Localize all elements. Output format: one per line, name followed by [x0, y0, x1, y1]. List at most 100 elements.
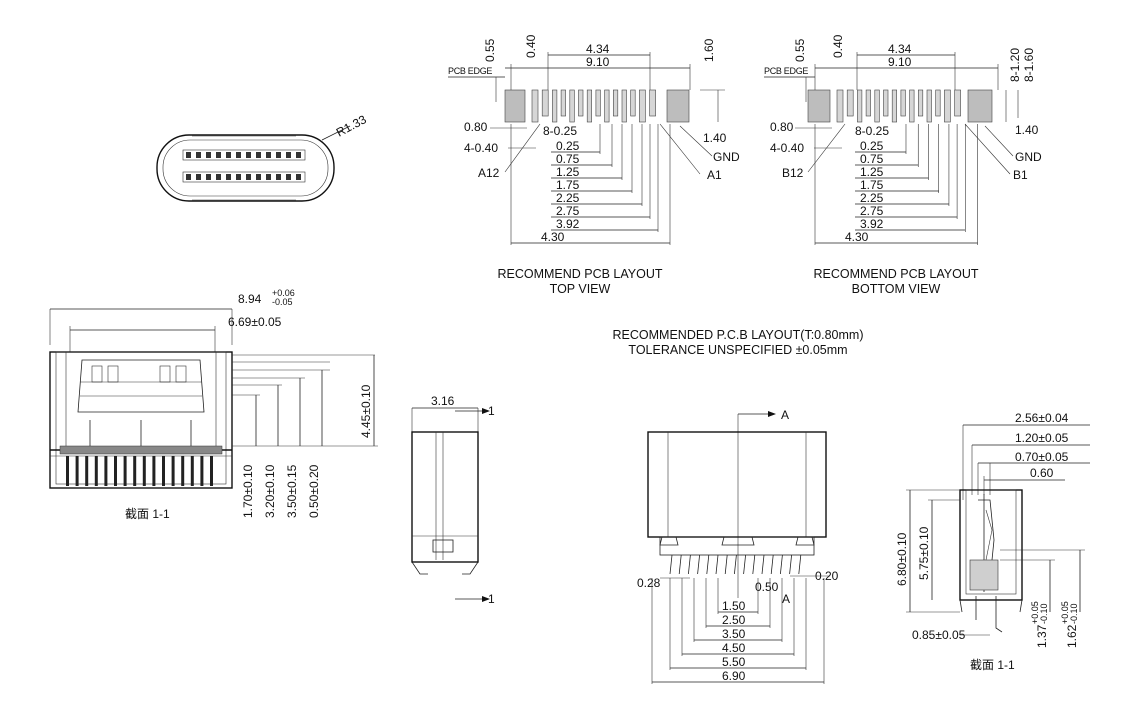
- section-pin: [75, 456, 79, 486]
- pcb-pad: [935, 89, 941, 117]
- front-dim-label: 4.50: [722, 641, 746, 655]
- plug-pin: [226, 152, 231, 158]
- side-right-dim-2-main: 1.62: [1065, 624, 1079, 648]
- section-pin: [66, 456, 69, 486]
- section-pin: [104, 456, 108, 486]
- dim-label: 2.25: [556, 191, 580, 205]
- pcb-top-v-055: 0.55: [483, 38, 497, 62]
- pcb-top-pin-a1: A1: [707, 168, 722, 182]
- side-top-dim-070: 0.70±0.05: [1015, 450, 1069, 464]
- plug-pin: [246, 152, 251, 158]
- dim-label: 0.25: [860, 139, 884, 153]
- pcb-pad: [621, 89, 627, 123]
- pcb-pad: [846, 89, 854, 117]
- front-pin: [688, 554, 691, 575]
- dim-label: 4.30: [541, 230, 565, 244]
- front-width-tol-upper: +0.06: [272, 288, 295, 298]
- side-view: 3.16 1 1: [411, 394, 495, 606]
- section-pin: [133, 456, 137, 486]
- dim-label: 0.75: [860, 152, 884, 166]
- front-dim-label: 3.50: [722, 627, 746, 641]
- pcb-bottom-left-4040: 4-0.40: [770, 141, 804, 155]
- pcb-pad: [857, 89, 863, 123]
- plug-pin: [266, 174, 271, 180]
- pcb-pad: [865, 89, 871, 117]
- pcb-pad: [836, 89, 844, 123]
- plug-pin: [216, 152, 221, 158]
- pcb-pad: [917, 89, 924, 117]
- pcb-bottom-v-040: 0.40: [831, 34, 845, 58]
- pcb-top-dim-910: 9.10: [586, 55, 610, 69]
- pcb-pad: [578, 89, 584, 117]
- plug-pin: [296, 152, 301, 158]
- pcb-layout-bottom: PCB EDGE 0.55 0.40 8-1.20 8-1.60 4.34 9.…: [764, 34, 1042, 296]
- pcb-bottom-right-140: 1.40: [1015, 123, 1039, 137]
- front-pin: [780, 554, 783, 575]
- pcb-bottom-dim-910: 9.10: [888, 55, 912, 69]
- section-pin: [152, 456, 156, 486]
- front-pin: [697, 554, 700, 575]
- pcb-bottom-v-8120: 8-1.20: [1008, 48, 1022, 82]
- pcb-pad: [639, 89, 646, 123]
- front-height-total: 4.45±0.10: [359, 384, 373, 438]
- side-width-label: 3.16: [431, 394, 455, 408]
- front-vdim-170: 1.70±0.10: [241, 464, 255, 518]
- plug-pin: [266, 152, 271, 158]
- front-pin: [743, 554, 746, 575]
- side-right-dim-1-upper: +0.05: [1030, 601, 1040, 624]
- plug-radius-label: R1.33: [334, 112, 369, 140]
- pcb-top-gnd: GND: [713, 150, 740, 164]
- plug-pin: [186, 152, 191, 158]
- dim-label: 0.75: [556, 152, 580, 166]
- front-view-mark-bottom: A: [782, 592, 790, 606]
- pcb-layout-top: PCB EDGE 0.55 0.40 1.60 4.34 9.10 0.80 4…: [448, 34, 740, 296]
- front-dim-label: 2.50: [722, 613, 746, 627]
- front-dim-label: 1.50: [722, 599, 746, 613]
- pcb-pad: [595, 89, 601, 117]
- pcb-bottom-dim-434: 4.34: [888, 42, 912, 56]
- dim-label: 0.25: [556, 139, 580, 153]
- side-bottom-dim: 0.85±0.05: [912, 628, 966, 642]
- dim-label: 1.25: [860, 165, 884, 179]
- section-pin: [85, 456, 89, 486]
- pcb-bottom-caption-1: RECOMMEND PCB LAYOUT: [813, 267, 978, 281]
- pcb-pad: [954, 89, 961, 117]
- front-view-small-028: 0.28: [637, 576, 661, 590]
- pcb-pad: [900, 89, 906, 117]
- pcb-pad: [891, 89, 898, 123]
- pcb-bottom-pin-b12: B12: [782, 166, 804, 180]
- side-right-dim-2-lower: -0.10: [1069, 603, 1079, 624]
- front-view: A A 0.28 0.50 0.20 1.502.503.504.505.506…: [637, 408, 839, 684]
- side-top-dim-256: 2.56±0.04: [1015, 411, 1069, 425]
- pcb-top-right-140: 1.40: [703, 131, 727, 145]
- section-front: 8.94 +0.06 -0.05 6.69±0.05 4.45±0.10: [49, 288, 378, 521]
- front-pin: [770, 554, 774, 575]
- section-pin: [210, 456, 213, 486]
- plug-pin: [276, 152, 281, 158]
- section-pin: [181, 456, 185, 486]
- front-view-mark-top: A: [781, 408, 789, 422]
- section-pin: [142, 456, 146, 486]
- pcb-top-caption-2: TOP VIEW: [550, 282, 611, 296]
- plug-pin: [236, 174, 241, 180]
- pcb-pad: [552, 89, 558, 123]
- pcb-pad: [944, 89, 951, 123]
- pcb-bottom-v-8160: 8-1.60: [1022, 48, 1036, 82]
- plug-pin: [186, 174, 191, 180]
- dim-label: 1.75: [556, 178, 580, 192]
- front-dim-label: 5.50: [722, 655, 746, 669]
- pcb-top-v-040: 0.40: [524, 34, 538, 58]
- front-pin: [798, 554, 802, 575]
- pcb-bottom-v-055: 0.55: [793, 38, 807, 62]
- dim-label: 2.25: [860, 191, 884, 205]
- dim-label: 2.75: [556, 204, 580, 218]
- plug-pin: [256, 152, 261, 158]
- front-section-caption: 截面 1-1: [125, 507, 170, 521]
- pcb-top-dim-434: 4.34: [586, 42, 610, 56]
- plug-pin: [246, 174, 251, 180]
- section-pin: [200, 456, 204, 486]
- section-pin: [114, 456, 117, 486]
- pcb-pad: [586, 89, 593, 123]
- pcb-bottom-caption-2: BOTTOM VIEW: [852, 282, 941, 296]
